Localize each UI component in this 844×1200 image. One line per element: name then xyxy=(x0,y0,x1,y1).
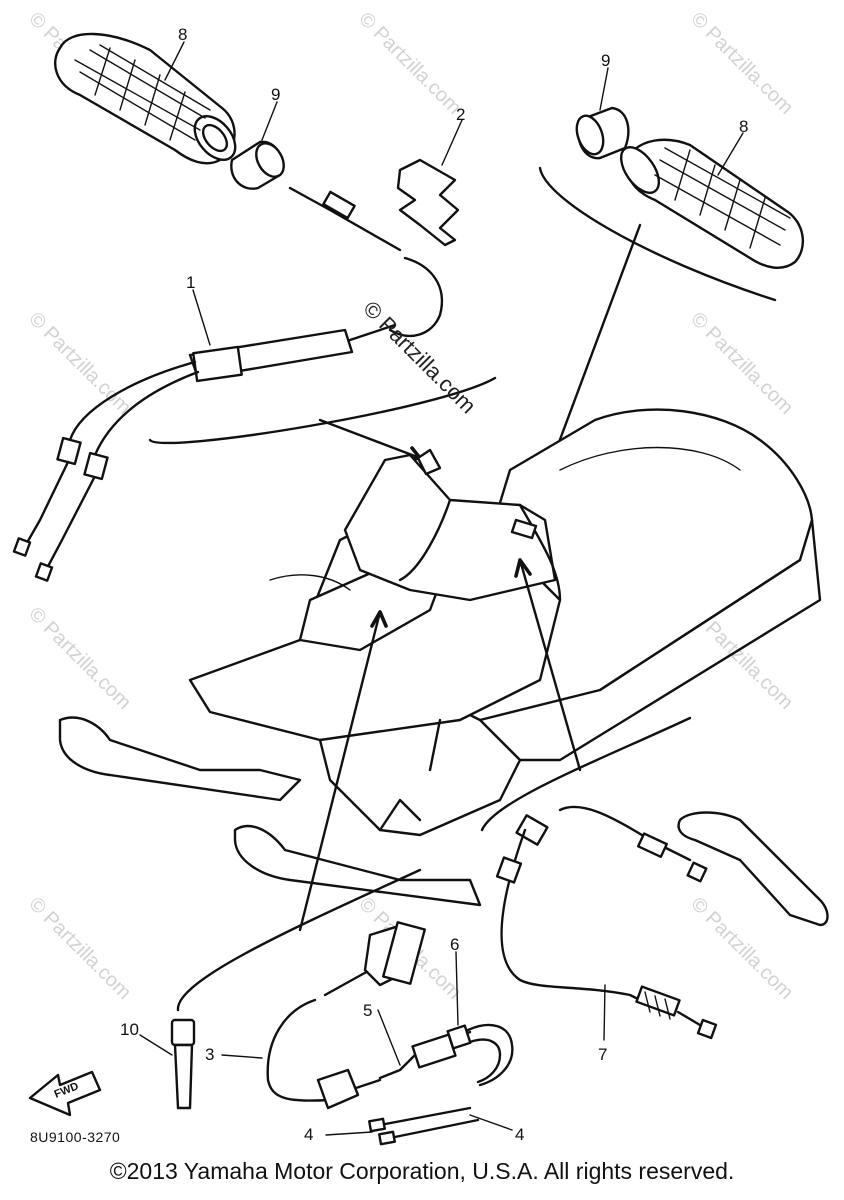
part-label: 8 xyxy=(178,25,187,44)
watermark: © Partzilla.com xyxy=(686,308,797,419)
part-label: 6 xyxy=(450,935,459,954)
bracket-left-top xyxy=(148,376,497,445)
grip-right xyxy=(619,138,804,269)
part-label: 10 xyxy=(120,1020,139,1039)
brake-cable xyxy=(495,805,718,1040)
copyright-notice: ©2013 Yamaha Motor Corporation, U.S.A. A… xyxy=(109,1158,735,1184)
forward-arrow: FWD xyxy=(28,1070,102,1117)
part-labels: 8 9 2 9 8 1 6 5 10 3 7 4 4 xyxy=(120,25,748,1144)
clip xyxy=(396,158,460,247)
part-label: 8 xyxy=(739,117,748,136)
collar-left xyxy=(230,140,285,190)
part-label: 4 xyxy=(515,1125,524,1144)
throttle-cable xyxy=(12,186,444,582)
arrow-mark xyxy=(416,448,442,476)
part-label: 2 xyxy=(456,105,465,124)
bracket-right-top xyxy=(538,166,777,302)
watermark: © Partzilla.com xyxy=(354,8,465,119)
watermark: © Partzilla.com xyxy=(24,893,135,1004)
watermark: © Partzilla.com xyxy=(686,893,797,1004)
part-label: 5 xyxy=(363,1001,372,1020)
arrow-mark xyxy=(510,518,538,540)
watermark: © Partzilla.com xyxy=(24,603,135,714)
collar-right xyxy=(575,106,630,160)
leader-lines xyxy=(139,41,744,1136)
arrow-left-grip xyxy=(318,418,422,460)
center-watermark: © Partzilla.com xyxy=(358,296,481,419)
part-label: 9 xyxy=(601,51,610,70)
brake-lever xyxy=(677,811,829,927)
arrow-ignition xyxy=(298,610,382,932)
part-label: 4 xyxy=(304,1125,313,1144)
watermark: © Partzilla.com xyxy=(686,8,797,119)
ski-left xyxy=(58,716,302,802)
part-label: 3 xyxy=(205,1045,214,1064)
part-label: 9 xyxy=(271,85,280,104)
bracket-lower-left xyxy=(176,868,422,1012)
part-label: 7 xyxy=(598,1045,607,1064)
bracket-lower-right xyxy=(480,716,692,832)
snowmobile-body xyxy=(188,408,822,837)
part-label: 1 xyxy=(186,273,195,292)
key xyxy=(170,1018,196,1110)
watermark: © Partzilla.com xyxy=(24,308,135,419)
ignition-assembly xyxy=(266,921,514,1146)
ski-right xyxy=(233,824,482,907)
grip-left xyxy=(53,32,237,165)
diagram-code: 8U9100-3270 xyxy=(30,1129,120,1145)
arrow-brake xyxy=(518,558,582,772)
